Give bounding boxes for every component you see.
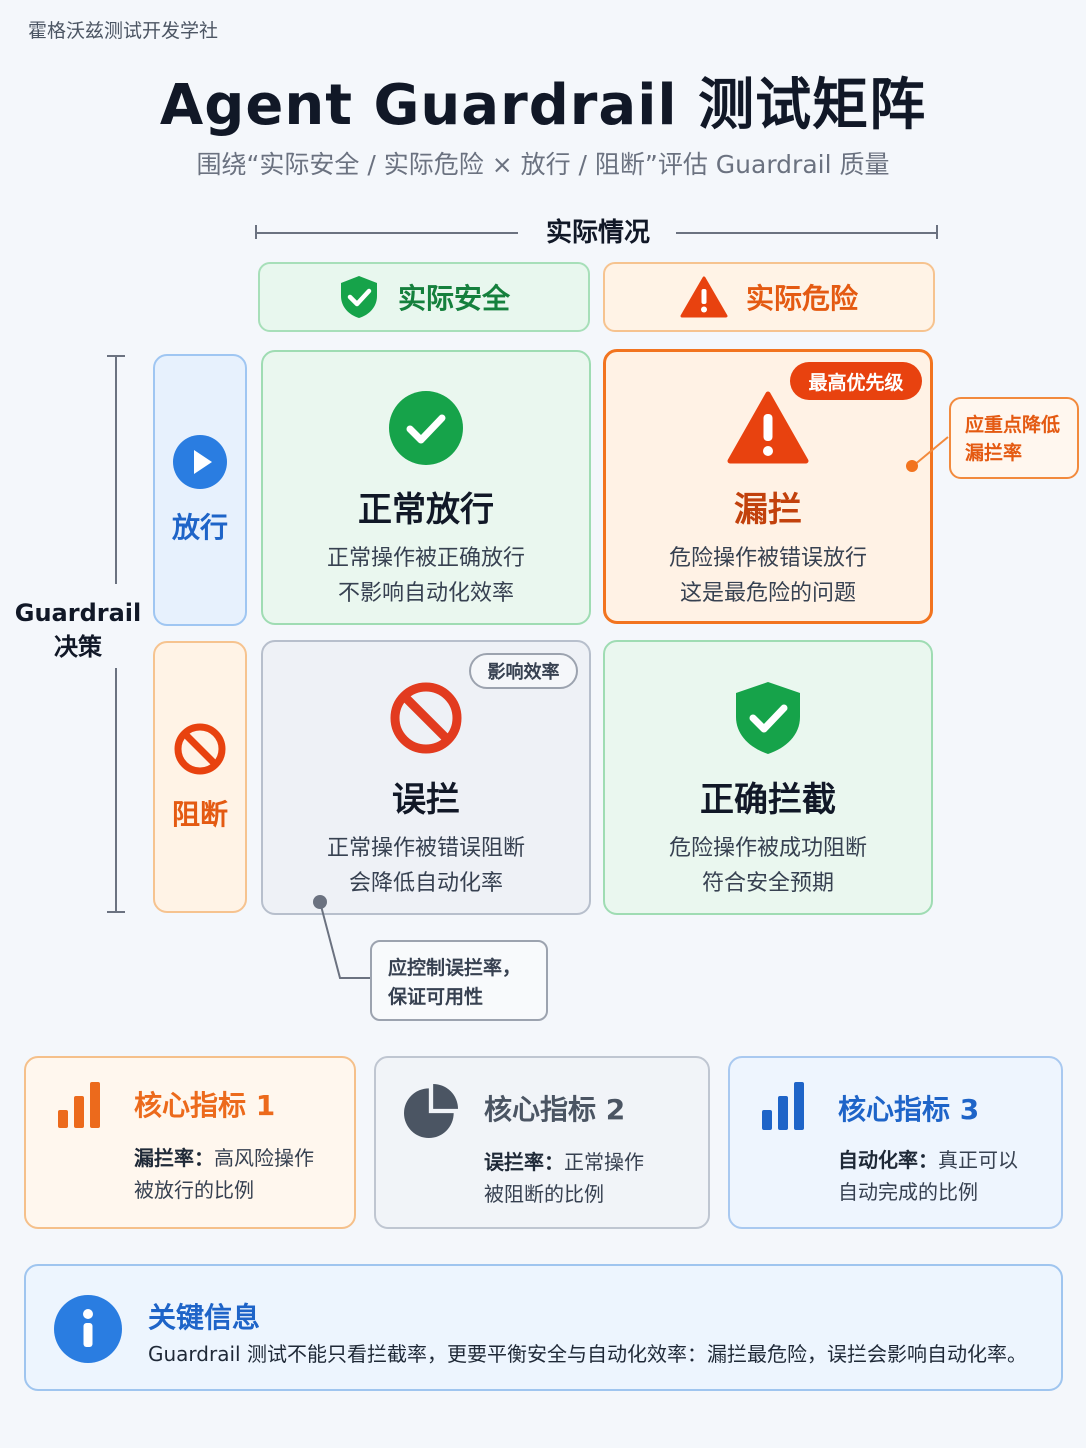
right-callout-dot [906, 460, 918, 472]
cell-correct-block-title: 正确拦截 [700, 780, 836, 820]
cell-missed-block-title: 漏拦 [734, 490, 802, 530]
priority-badge: 最高优先级 [790, 362, 922, 400]
warning-triangle-icon [680, 276, 728, 318]
cell-normal-pass-line1: 正常操作被正确放行 [326, 546, 525, 571]
cell-normal-pass: 正常放行 正常操作被正确放行 不影响自动化效率 [261, 350, 591, 625]
right-callout-connector [912, 436, 949, 467]
bar-chart-icon [762, 1082, 804, 1130]
efficiency-badge: 影响效率 [469, 653, 578, 689]
metric-card-1: 核心指标 1 漏拦率：高风险操作 被放行的比例 [24, 1056, 356, 1229]
top-axis-line-left [256, 232, 518, 234]
column-header-danger-label: 实际危险 [745, 282, 858, 315]
cell-correct-block-desc: 危险操作被成功阻断 符合安全预期 [669, 831, 867, 901]
cell-false-block-line2: 会降低自动化率 [348, 871, 503, 896]
left-axis-label-line2: 决策 [54, 633, 102, 661]
bar-chart-icon [58, 1082, 100, 1128]
metric-1-title: 核心指标 1 [134, 1089, 276, 1122]
bottom-callout-dot [313, 895, 327, 909]
page-subtitle: 围绕“实际安全 / 实际危险 × 放行 / 阻断”评估 Guardrail 质量 [196, 150, 890, 179]
metric-2-desc2: 被阻断的比例 [484, 1182, 604, 1206]
left-axis-tick-bottom [107, 911, 125, 913]
top-axis-tick-right [936, 225, 938, 239]
key-info-title: 关键信息 [148, 1301, 261, 1334]
metric-card-2: 核心指标 2 误拦率：正常操作 被阻断的比例 [374, 1056, 710, 1229]
brand-label: 霍格沃兹测试开发学社 [28, 20, 219, 42]
metric-2-term: 误拦率： [484, 1150, 564, 1174]
shield-check-icon [340, 276, 377, 318]
cell-normal-pass-title: 正常放行 [358, 490, 494, 530]
cell-correct-block-line1: 危险操作被成功阻断 [668, 836, 867, 861]
row-header-pass-label: 放行 [171, 511, 228, 544]
cell-normal-pass-line2: 不影响自动化效率 [337, 581, 514, 606]
metric-1-desc: 漏拦率：高风险操作 被放行的比例 [134, 1142, 344, 1206]
left-axis-label-line1: Guardrail [14, 599, 142, 627]
cell-correct-block-line2: 符合安全预期 [701, 871, 834, 896]
metric-1-desc1: 高风险操作 [214, 1146, 314, 1170]
info-icon [54, 1295, 122, 1363]
callout-control-false: 应控制误拦率， 保证可用性 [370, 940, 548, 1021]
no-entry-icon [390, 682, 462, 754]
top-axis-line-right [676, 232, 938, 234]
cell-false-block-line1: 正常操作被错误阻断 [326, 836, 525, 861]
column-header-safe-label: 实际安全 [397, 282, 510, 315]
cell-false-block-desc: 正常操作被错误阻断 会降低自动化率 [327, 831, 525, 901]
metric-3-desc: 自动化率：真正可以 自动完成的比例 [838, 1144, 1048, 1208]
row-header-pass: 放行 [153, 354, 247, 626]
left-axis-line-bottom [115, 668, 117, 912]
metric-2-title: 核心指标 2 [484, 1093, 626, 1126]
pie-chart-icon [404, 1084, 458, 1138]
metric-3-term: 自动化率： [838, 1148, 938, 1172]
metric-2-desc1: 正常操作 [564, 1150, 644, 1174]
left-axis-line-top [115, 356, 117, 584]
cell-missed-block-line2: 这是最危险的问题 [679, 581, 856, 606]
left-axis-tick-top [107, 355, 125, 357]
left-axis-label: Guardrail 决策 [10, 596, 146, 664]
cell-missed-block-line1: 危险操作被错误放行 [668, 546, 867, 571]
page-title: Agent Guardrail 测试矩阵 [159, 73, 927, 138]
callout-control-false-line2: 保证可用性 [388, 986, 484, 1008]
metric-1-term: 漏拦率： [134, 1146, 214, 1170]
column-header-safe: 实际安全 [258, 262, 590, 332]
callout-reduce-missed-line2: 漏拦率 [965, 442, 1023, 464]
cell-false-block-title: 误拦 [392, 780, 460, 820]
no-entry-icon [174, 723, 226, 775]
metric-3-desc2: 自动完成的比例 [838, 1180, 978, 1204]
metric-3-title: 核心指标 3 [838, 1093, 980, 1126]
warning-triangle-icon [727, 391, 809, 464]
column-header-danger: 实际危险 [603, 262, 935, 332]
callout-reduce-missed: 应重点降低 漏拦率 [949, 397, 1079, 479]
check-circle-icon [389, 391, 463, 465]
row-header-block-label: 阻断 [171, 798, 228, 831]
cell-correct-block: 正确拦截 危险操作被成功阻断 符合安全预期 [603, 640, 933, 915]
key-info-text: Guardrail 测试不能只看拦截率，更要平衡安全与自动化效率：漏拦最危险，误… [148, 1342, 1027, 1366]
metric-3-desc1: 真正可以 [938, 1148, 1018, 1172]
shield-check-icon [736, 682, 800, 754]
top-axis-tick-left [255, 225, 257, 239]
callout-control-false-line1: 应控制误拦率， [388, 957, 522, 979]
play-circle-icon [173, 435, 227, 489]
metric-2-desc: 误拦率：正常操作 被阻断的比例 [484, 1146, 694, 1210]
cell-missed-block-desc: 危险操作被错误放行 这是最危险的问题 [669, 541, 867, 611]
top-axis-label: 实际情况 [545, 218, 650, 248]
metric-1-desc2: 被放行的比例 [134, 1178, 254, 1202]
row-header-block: 阻断 [153, 641, 247, 913]
callout-reduce-missed-line1: 应重点降低 [965, 414, 1061, 436]
metric-card-3: 核心指标 3 自动化率：真正可以 自动完成的比例 [728, 1056, 1063, 1229]
bottom-callout-connector [319, 901, 371, 979]
cell-normal-pass-desc: 正常操作被正确放行 不影响自动化效率 [327, 541, 525, 611]
key-info-panel: 关键信息 Guardrail 测试不能只看拦截率，更要平衡安全与自动化效率：漏拦… [24, 1264, 1063, 1391]
